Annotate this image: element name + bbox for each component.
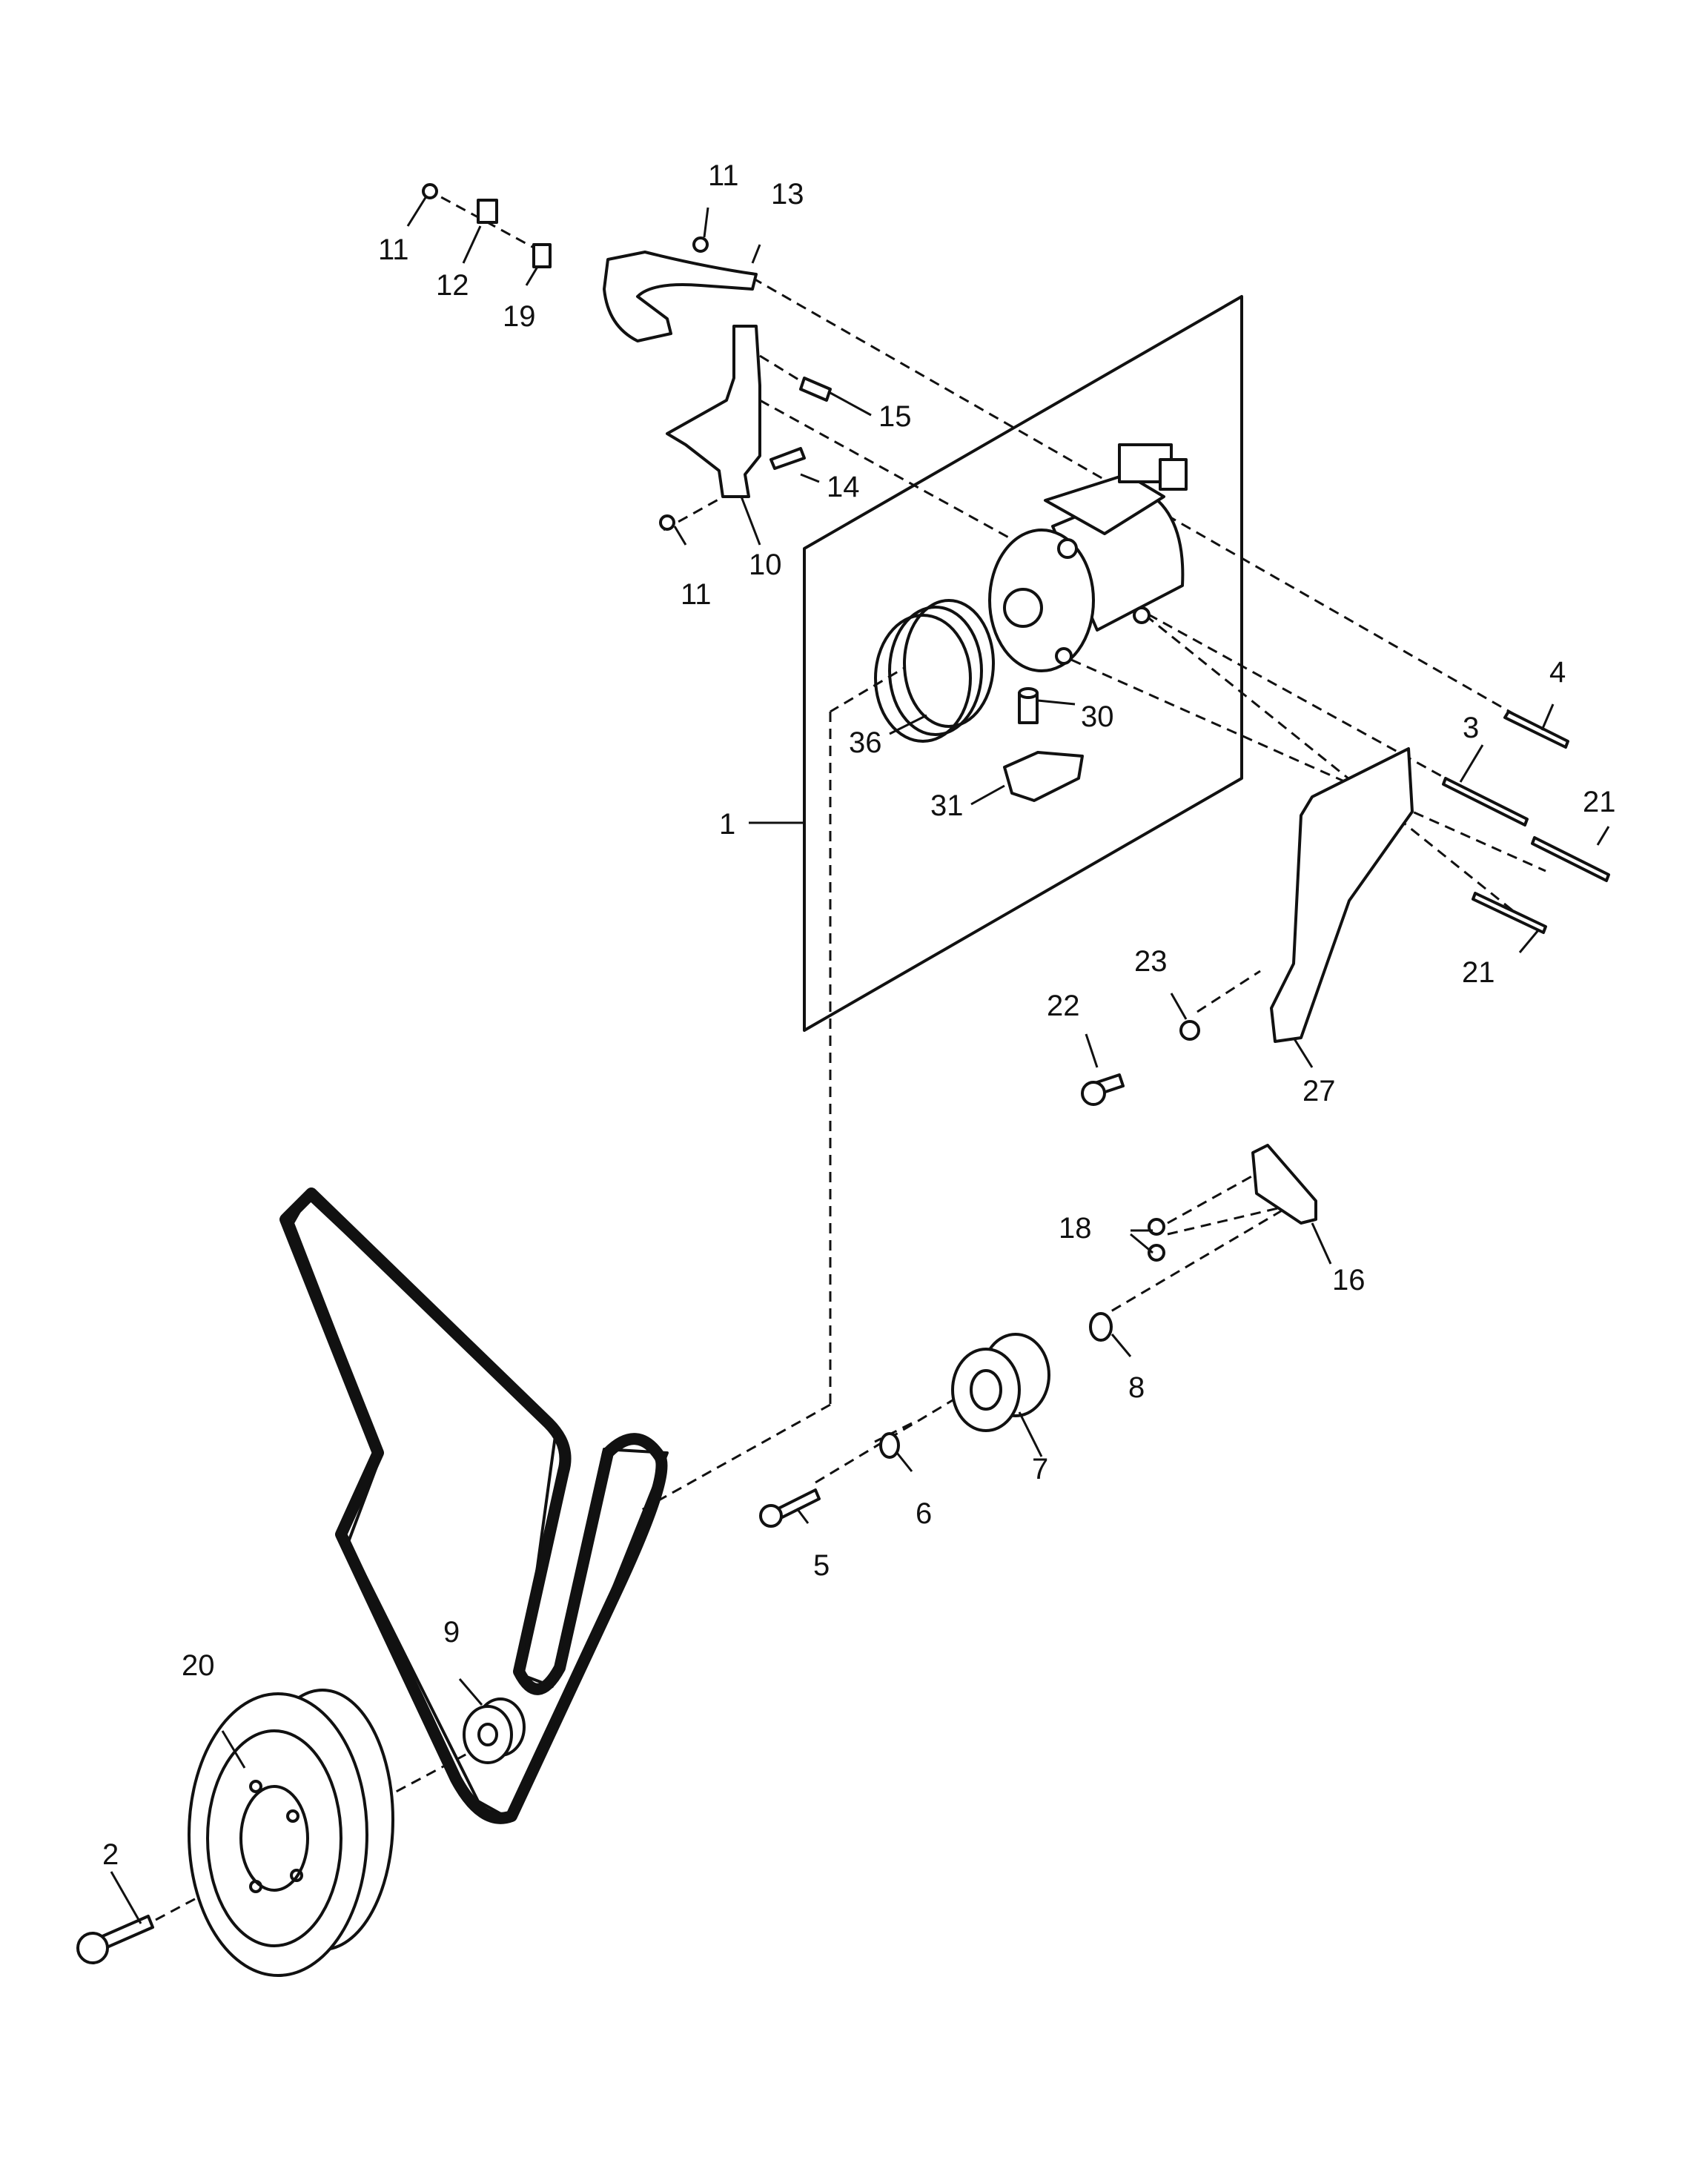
fasteners [76,183,1610,1964]
callout-16: 16 [1332,1264,1366,1296]
callout-21b: 21 [1462,956,1495,989]
bolt-18b [1148,1244,1165,1262]
callout-3: 3 [1463,712,1479,744]
washer-23 [1179,1020,1200,1041]
callout-10: 10 [749,549,782,581]
bolt-3 [1442,777,1529,827]
nut-11a [422,183,438,199]
callout-11c: 11 [681,578,712,611]
washer-8 [1089,1312,1113,1342]
bolt-21b [1472,892,1547,934]
callout-27: 27 [1302,1075,1336,1107]
callout-8: 8 [1128,1371,1145,1404]
spacer-6 [879,1432,900,1459]
callout-6: 6 [916,1497,932,1530]
nut-11b [692,236,709,253]
callout-7: 7 [1032,1453,1048,1485]
callout-21a: 21 [1583,786,1616,818]
idler-pulley-7 [951,1333,1050,1432]
assembly-panel [803,295,1243,1032]
callout-23: 23 [1134,945,1168,978]
callout-19: 19 [503,300,536,333]
callout-1: 1 [719,808,735,841]
nut-11c [659,514,675,531]
callout-12: 12 [436,269,469,302]
callout-4: 4 [1549,656,1566,689]
bolt-21a [1531,836,1610,882]
bracket-13 [603,251,758,342]
callout-15: 15 [878,400,912,433]
callout-11a: 11 [378,233,409,266]
callout-18: 18 [1059,1212,1092,1245]
serpentine-belt [279,1188,669,1824]
crankshaft-pulley-20 [188,1689,394,1977]
callout-13: 13 [771,178,804,211]
callout-22: 22 [1047,990,1080,1022]
alignment-lines [155,188,1569,1921]
callout-2: 2 [102,1838,119,1871]
callout-30: 30 [1081,700,1114,733]
leader-lines [110,196,1610,1924]
clip-12 [477,199,498,224]
callout-5: 5 [813,1549,830,1582]
callout-36: 36 [849,726,882,759]
bolt-14 [769,447,806,470]
callout-14: 14 [827,471,860,503]
callout-31: 31 [930,789,964,822]
spacer-19 [532,243,552,268]
clutch-pulley [874,599,995,743]
idler-pulley-9 [463,1697,526,1764]
fitting-30 [1018,687,1039,724]
compressor [988,443,1188,672]
bolt-18a [1148,1218,1165,1236]
bolt-15 [799,377,832,402]
bracket-16 [1251,1144,1317,1225]
bracket-10 [666,325,761,498]
bracket-27 [1270,747,1414,1043]
callout-11b: 11 [708,159,739,192]
callout-20: 20 [182,1649,215,1682]
gasket-31 [1003,751,1084,802]
callout-labels: 1 2 3 4 5 6 7 8 9 10 11 11 11 12 13 14 1… [102,159,1616,1871]
callout-9: 9 [443,1616,460,1649]
bolt-4 [1503,710,1569,749]
